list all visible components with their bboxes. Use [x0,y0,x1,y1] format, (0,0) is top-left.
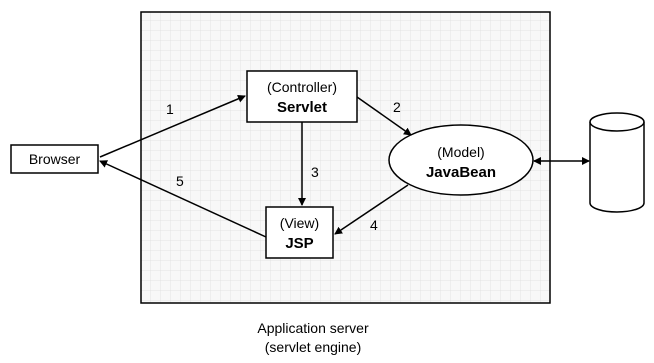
server-caption-line-2: (servlet engine) [265,339,362,355]
server-caption-line-1: Application server [257,320,369,336]
servlet-label: Servlet [277,99,327,116]
model-role-label: (Model) [437,144,484,160]
step-1-label: 1 [166,101,174,117]
arrow-step-1 [99,95,246,158]
step-5-label: 5 [176,173,184,189]
database-cylinder-icon [589,112,645,213]
jsp-label: JSP [285,235,313,252]
controller-role-label: (Controller) [267,79,337,95]
arrow-step-2 [356,96,412,136]
step-3-label: 3 [311,164,319,180]
flow-arrows [99,95,590,238]
step-4-label: 4 [370,217,378,233]
browser-label: Browser [29,151,81,167]
browser-node: Browser [10,144,99,174]
arrow-step-5 [99,160,267,238]
step-2-label: 2 [393,99,401,115]
view-jsp-node: (View) JSP [265,206,334,259]
javabean-label: JavaBean [426,164,496,181]
controller-servlet-node: (Controller) Servlet [246,70,358,123]
model-javabean-node: (Model) JavaBean [388,124,534,196]
view-role-label: (View) [280,215,319,231]
arrow-step-4 [334,184,409,235]
